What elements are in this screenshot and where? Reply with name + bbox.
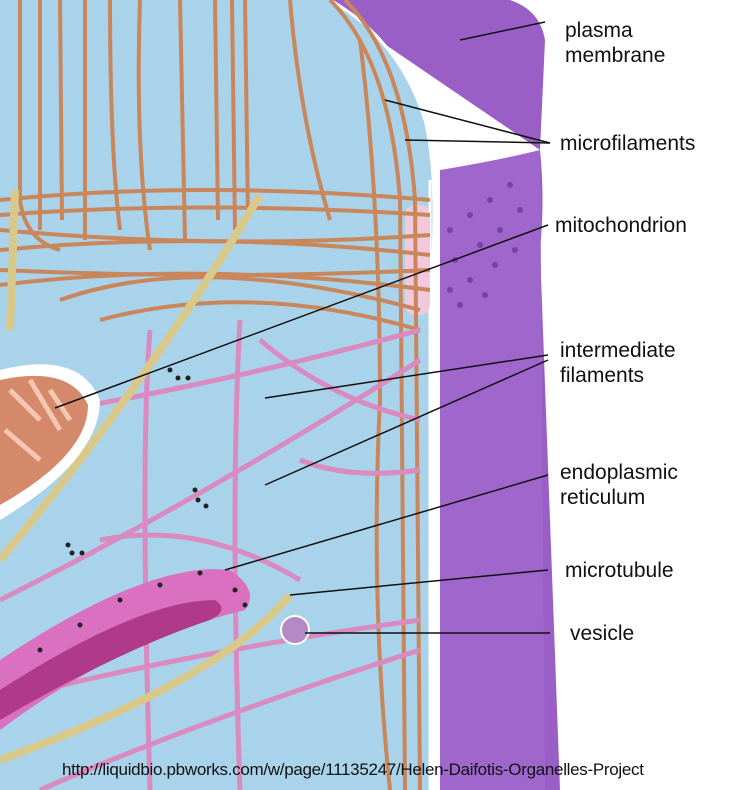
leader-lines [54, 21, 551, 634]
vesicle-shape [280, 615, 310, 645]
label-microtubule: microtubule [565, 559, 674, 582]
label-line: filaments [560, 364, 645, 387]
label-line: reticulum [560, 486, 646, 509]
label-plasma-membrane: plasma membrane [565, 18, 665, 68]
label-intermediate-filaments: intermediate filaments [560, 338, 676, 388]
label-line: membrane [565, 44, 666, 67]
microfilaments [0, 0, 431, 790]
source-url: http://liquidbio.pbworks.com/w/page/1113… [62, 760, 644, 779]
label-microfilaments: microfilaments [560, 132, 696, 155]
endoplasmic-reticulum-shape [0, 569, 250, 730]
label-vesicle: vesicle [570, 622, 635, 645]
mitochondrion [0, 364, 100, 520]
label-line: endoplasmic [560, 461, 678, 484]
label-mitochondrion: mitochondrion [555, 214, 687, 237]
label-line: intermediate [560, 339, 676, 362]
label-endoplasmic-reticulum: endoplasmic reticulum [560, 460, 678, 510]
microtubules [0, 189, 294, 764]
label-line: plasma [565, 19, 633, 42]
